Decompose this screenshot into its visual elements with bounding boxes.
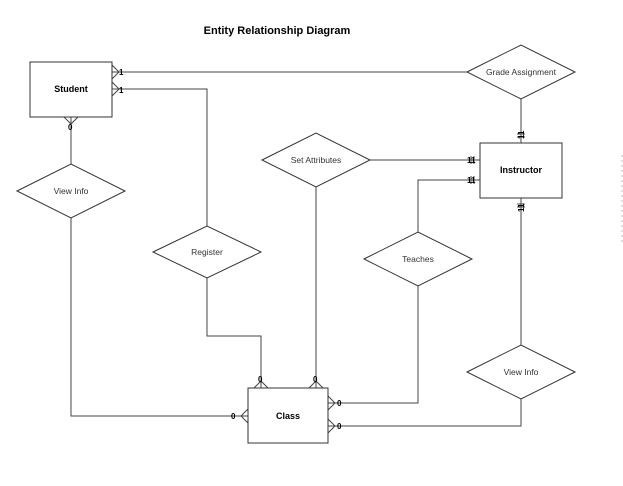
card-student-viewinfo: 0 (68, 123, 73, 132)
entity-student[interactable]: Student (29, 61, 113, 118)
card-student-grade: 1 (119, 68, 124, 77)
relationship-grade-assignment-label: Grade Assignment (486, 67, 557, 77)
card-class-teaches: 0 (337, 399, 342, 408)
card-class-set: 0 (313, 375, 318, 384)
card-class-viewinfo-student: 0 (231, 412, 236, 421)
line-viewinfo-class (70, 218, 248, 417)
relationship-view-info-instructor[interactable]: View Info (465, 344, 577, 400)
cardinality-labels: 1 1 0 11 11 11 11 0 0 0 0 0 (68, 68, 526, 431)
line-viewinfo-class-2 (328, 399, 522, 427)
relationship-teaches[interactable]: Teaches (362, 231, 474, 287)
crows-feet (63, 64, 525, 434)
line-teaches-class (328, 286, 419, 404)
card-instructor-viewinfo: 11 (517, 203, 526, 212)
relationship-set-attributes[interactable]: Set Attributes (260, 132, 372, 188)
line-instructor-teaches (417, 179, 480, 232)
relationship-view-info-student-label: View Info (54, 186, 89, 196)
line-student-register (112, 88, 208, 226)
card-student-register: 1 (119, 86, 124, 95)
card-class-viewinfo-instructor: 0 (337, 422, 342, 431)
relationship-register-label: Register (191, 247, 223, 257)
relationship-view-info-instructor-label: View Info (504, 367, 539, 377)
card-instructor-set: 11 (467, 156, 476, 165)
relationship-set-attributes-label: Set Attributes (291, 155, 342, 165)
card-instructor-grade: 11 (517, 130, 526, 139)
relationship-view-info-student[interactable]: View Info (15, 163, 127, 219)
entity-instructor[interactable]: Instructor (479, 142, 563, 199)
relationship-grade-assignment[interactable]: Grade Assignment (465, 44, 577, 100)
entity-class[interactable]: Class (247, 387, 329, 444)
card-instructor-teaches: 11 (467, 176, 476, 185)
relationship-teaches-label: Teaches (402, 254, 434, 264)
entity-class-label: Class (276, 411, 300, 421)
card-class-register: 0 (258, 375, 263, 384)
diagram-title: Entity Relationship Diagram (204, 25, 351, 37)
relationship-register[interactable]: Register (151, 225, 263, 279)
connector-lines (70, 71, 522, 427)
entity-instructor-label: Instructor (500, 165, 543, 175)
line-register-class (206, 278, 262, 388)
entity-student-label: Student (54, 84, 88, 94)
